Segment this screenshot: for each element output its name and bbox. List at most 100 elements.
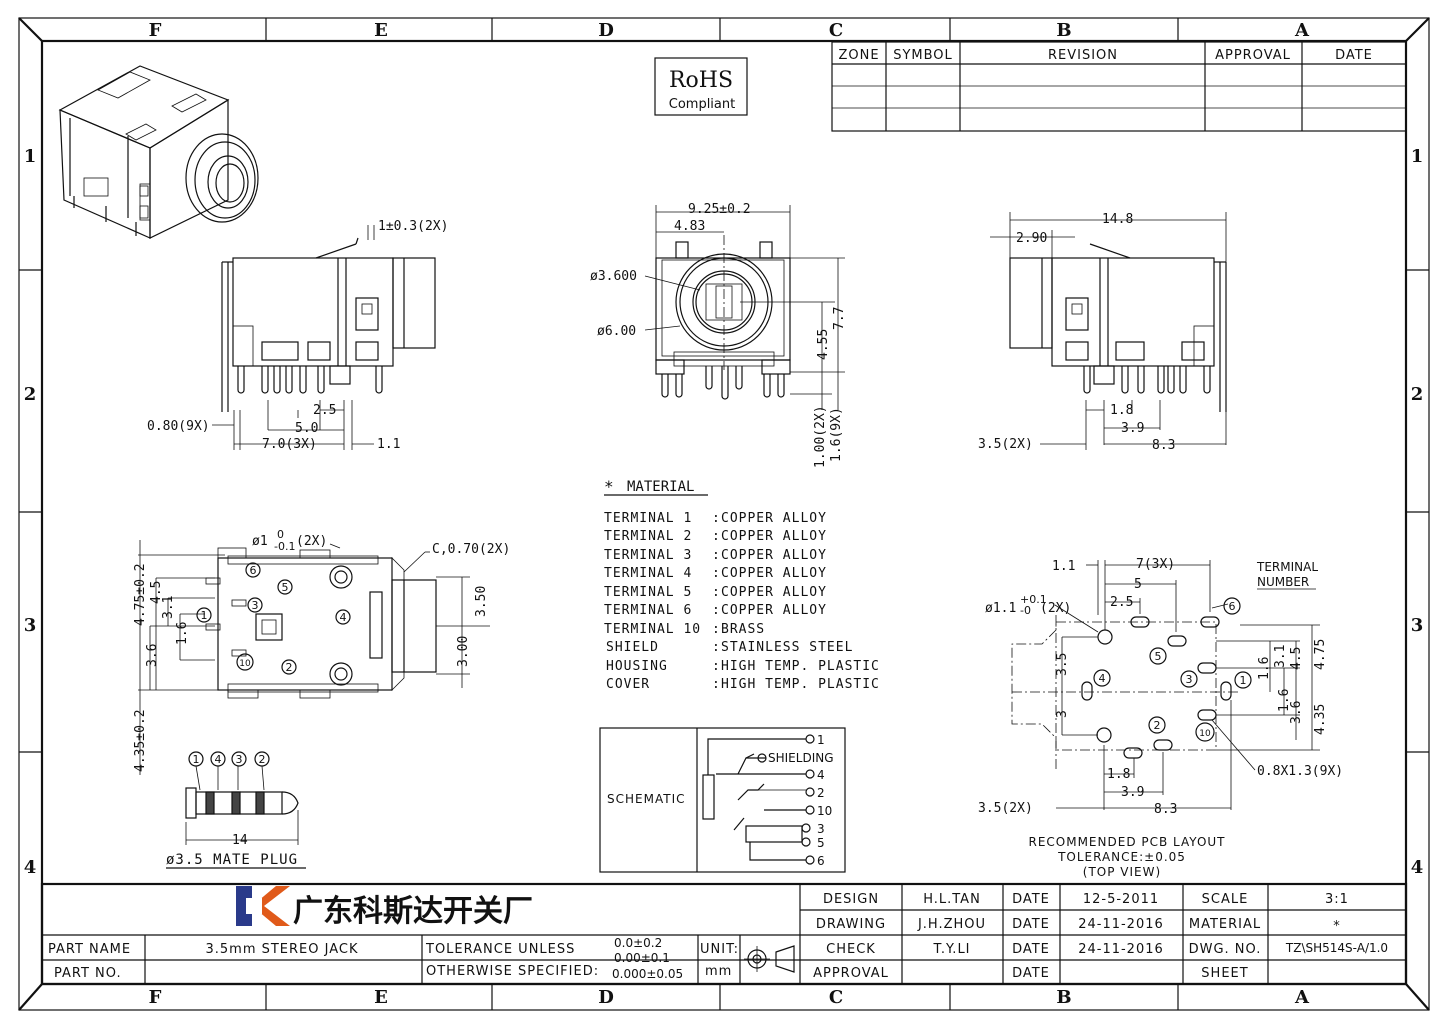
date-drawing: 24-11-2016 [1078,917,1164,932]
date-label-drawing: DATE [1012,917,1050,932]
schematic-pin-label: 2 [817,786,825,800]
pcb-terminal-number: 6 [1229,600,1236,613]
material-sep: : [712,677,720,692]
pcb-b-3-9: 3.9 [1121,785,1144,800]
pcb-terminal-number: 3 [1186,673,1193,686]
dim-right-3-9: 3.9 [1121,421,1144,436]
plug-ring-number: 2 [259,753,266,766]
bottom-terminal-bubbles: 1 2 3 4 5 6 10 [196,562,351,675]
material-part: TERMINAL 4 [604,566,692,581]
dim-bottom-4-35: 4.35±0.2 [133,709,148,772]
name-check: T.Y.LI [932,942,970,957]
company-logo [236,886,290,926]
zone-col-e-top: E [374,20,388,41]
material-sep: : [712,566,720,581]
tolerance-value-1: 0.0±0.2 [614,936,662,950]
zone-col-c-bottom: C [829,987,843,1008]
material-value: COPPER ALLOY [721,529,827,544]
plug-caption: ø3.5 MATE PLUG [166,852,298,868]
material-part: SHIELD [606,640,659,655]
dim-2-5: 2.5 [313,403,336,418]
pcb-dim-1-1: 1.1 [1052,559,1075,574]
rev-header-zone: ZONE [838,48,879,63]
zone-row-4-left: 4 [24,857,37,878]
dim-7-0: 7.0(3X) [262,437,317,452]
dim-front-height-total: 7.7 [832,307,847,330]
zone-row-2-left: 2 [24,384,37,405]
pcb-b-3-5: 3.5(2X) [978,801,1033,816]
pcb-terminal-label-1: TERMINAL [1256,560,1318,574]
unit-value: mm [705,964,732,979]
tolerance-value-3: 0.000±0.05 [612,967,683,981]
dim-bottom-3-6: 3.6 [145,644,160,667]
zone-col-e-bottom: E [374,987,388,1008]
isometric-jack-sketch [58,65,259,239]
zone-col-a-bottom: A [1294,987,1310,1008]
unit-label: UNIT: [700,942,739,957]
pcb-terminal-number: 5 [1155,650,1162,663]
material-value: COPPER ALLOY [721,585,827,600]
plug-length: 14 [232,833,248,848]
pcb-r-1-6b: 1.6 [1277,689,1292,712]
pcb-r-4-35: 4.35 [1313,704,1328,735]
pcb-slot: 0.8X1.3(9X) [1257,764,1343,779]
rev-header-symbol: SYMBOL [893,48,953,63]
material-sep: : [712,622,720,637]
dim-right-3-5: 3.5(2X) [978,437,1033,452]
material-sep: : [712,659,720,674]
material-sep: : [712,511,720,526]
part-name-value: 3.5mm STEREO JACK [205,942,358,957]
terminal-number: 6 [250,564,257,577]
dim-bottom-hole: ø1 [252,534,268,549]
role-approval: APPROVAL [813,966,889,981]
pcb-terminal-label-2: NUMBER [1257,575,1309,589]
material-part: TERMINAL 10 [604,622,701,637]
date-label-check: DATE [1012,942,1050,957]
dim-front-pin-len-1: 1.00(2X) [813,405,828,468]
material-title: MATERIAL [627,479,694,495]
sheet-label: SHEET [1201,966,1248,981]
schematic-pin-label: 3 [817,822,825,836]
part-name-label: PART NAME [48,942,131,957]
material-value: STAINLESS STEEL [721,640,853,655]
pcb-hole: ø1.1 [985,601,1016,616]
dim-right-offset: 2.90 [1016,231,1047,246]
dim-front-outer-dia: ø6.00 [597,324,636,339]
dwg-no-label: DWG. NO. [1189,942,1262,957]
tolerance-label-1: TOLERANCE UNLESS [425,942,575,957]
dim-bottom-4-5: 4.5 [149,581,164,604]
rohs-badge: RoHS Compliant [654,57,748,116]
schematic-pin-label: SHIELDING [768,751,834,765]
schematic-title: SCHEMATIC [607,792,685,806]
part-no-label: PART NO. [54,966,122,981]
role-check: CHECK [826,942,876,957]
dim-front-inner-dia: ø3.600 [590,269,637,284]
pcb-hole-tol-dn: -0 [1020,604,1031,617]
dim-bottom-3-50: 3.50 [474,586,489,617]
material-part: TERMINAL 1 [604,511,692,526]
plug-ring-number: 3 [236,753,243,766]
material-part: COVER [606,677,650,692]
pcb-v-3-5: 3.5 [1055,653,1070,676]
zone-col-d-top: D [598,20,614,41]
terminal-number: 2 [286,661,293,674]
pcb-caption-3: (TOP VIEW) [1083,865,1161,879]
material-value: COPPER ALLOY [721,603,827,618]
material-star: * [604,477,614,496]
material-part: TERMINAL 6 [604,603,692,618]
tolerance-value-2: 0.00±0.1 [614,951,670,965]
dim-bottom-4-75: 4.75±0.2 [133,563,148,626]
material-value: COPPER ALLOY [721,566,827,581]
material-sep: : [712,640,720,655]
material-part: HOUSING [606,659,668,674]
schematic-pin-label: 1 [817,733,825,747]
material-part: TERMINAL 2 [604,529,692,544]
schematic-pin-label: 4 [817,768,825,782]
pcb-caption-2: TOLERANCE:±0.05 [1057,850,1186,864]
material-part: TERMINAL 3 [604,548,692,563]
pcb-r-4-75: 4.75 [1313,639,1328,670]
material-sep: : [712,585,720,600]
dim-bottom-hole-tol-dn: -0.1 [274,540,295,553]
scale-value: 3:1 [1325,892,1349,907]
